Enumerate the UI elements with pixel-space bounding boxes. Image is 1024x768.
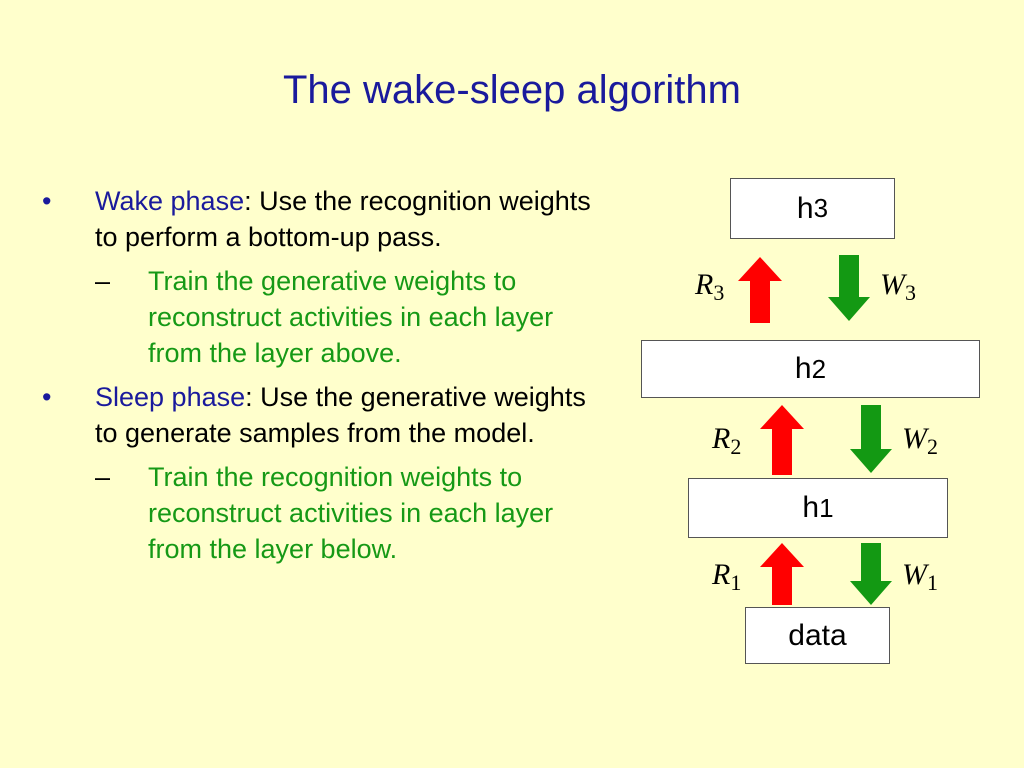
r1-base: R [712, 558, 731, 591]
bullet-wake-phase: • Wake phase: Use the recognition weight… [40, 183, 600, 255]
layer-h1-base: h [802, 491, 820, 524]
bullet-marker: • [42, 382, 52, 412]
r3-sub: 3 [713, 280, 725, 305]
wake-phase-label: Wake phase [95, 186, 245, 216]
r2-base: R [712, 422, 731, 455]
sub-bullet-wake: – Train the generative weights to recons… [40, 263, 600, 371]
bullet-sleep-phase: • Sleep phase: Use the generative weight… [40, 379, 600, 451]
layer-h1-sub: 1 [819, 492, 834, 523]
w2-base: W [902, 422, 927, 455]
w1-base: W [902, 558, 927, 591]
wake-phase-text: : Use the recognition weights to perform… [95, 186, 591, 252]
weight-label-r2: R2 [712, 422, 741, 460]
sleep-phase-label: Sleep phase [95, 382, 246, 412]
layer-h2-sub: 2 [811, 353, 827, 384]
recognition-arrow-up-3 [738, 257, 782, 323]
sleep-phase-text: : Use the generative weights to generate… [95, 382, 586, 448]
page-title: The wake-sleep algorithm [283, 68, 741, 112]
w1-sub: 1 [927, 570, 938, 595]
recognition-arrow-up-2 [760, 405, 804, 475]
w3-base: W [880, 268, 905, 301]
w2-sub: 2 [927, 434, 938, 459]
layer-box-data: data [745, 607, 890, 664]
layer-data-label: data [788, 618, 847, 652]
r2-sub: 2 [730, 434, 742, 459]
layer-h2-base: h [794, 352, 812, 385]
weight-label-w2: W2 [902, 422, 938, 460]
layer-h3-base: h [796, 191, 814, 225]
weight-label-w1: W1 [902, 558, 938, 596]
recognition-arrow-up-1 [760, 543, 804, 605]
sleep-phase-sub-text: Train the recognition weights to reconst… [148, 462, 554, 564]
weight-label-w3: W3 [880, 268, 916, 306]
bullet-marker: • [42, 186, 52, 216]
r3-base: R [695, 268, 714, 301]
layer-h3-sub: 3 [813, 193, 829, 223]
weight-label-r1: R1 [712, 558, 741, 596]
generative-arrow-down-3 [828, 255, 870, 321]
weight-label-r3: R3 [695, 268, 724, 306]
dash-marker: – [95, 462, 111, 492]
sub-bullet-sleep: – Train the recognition weights to recon… [40, 459, 600, 567]
bullet-list: • Wake phase: Use the recognition weight… [40, 183, 600, 575]
generative-arrow-down-2 [850, 405, 892, 473]
w3-sub: 3 [905, 280, 916, 305]
r1-sub: 1 [730, 570, 742, 595]
generative-arrow-down-1 [850, 543, 892, 605]
wake-phase-sub-text: Train the generative weights to reconstr… [148, 266, 554, 368]
dash-marker: – [95, 266, 111, 296]
